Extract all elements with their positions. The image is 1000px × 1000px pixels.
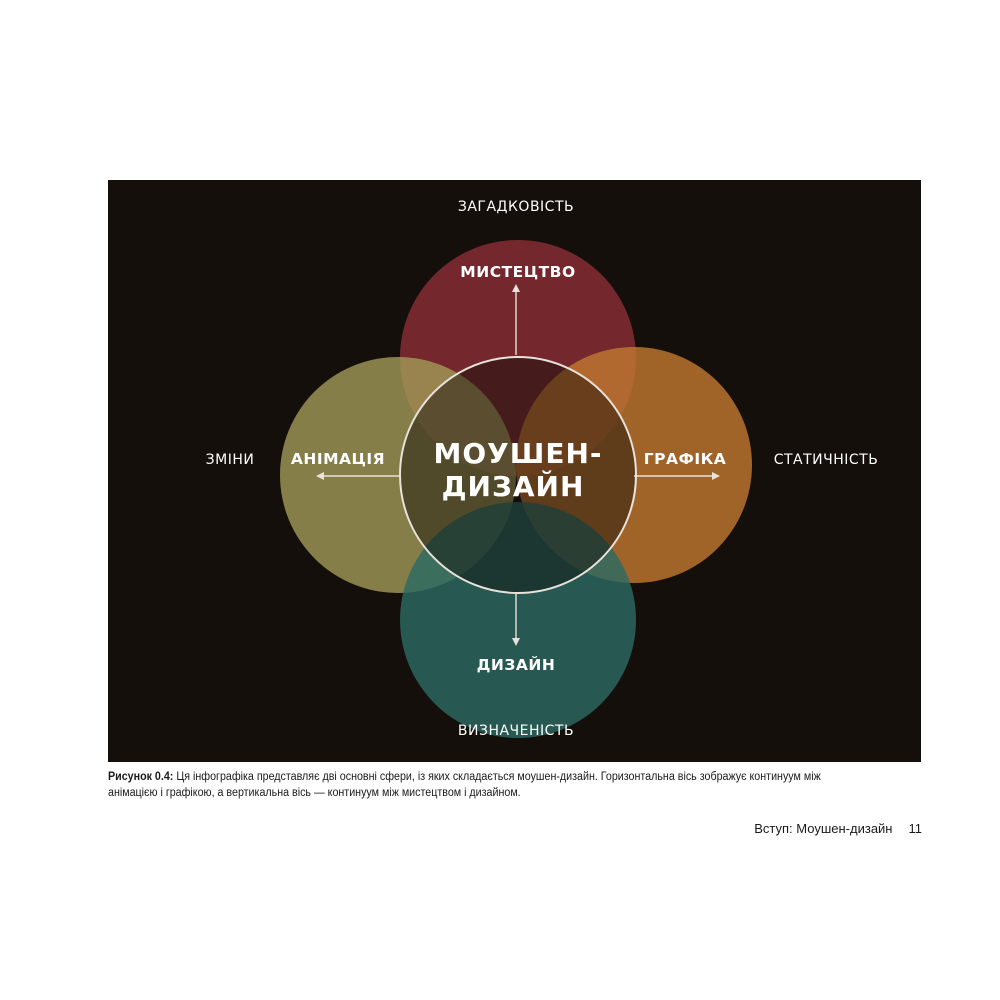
circle-bottom-design [400,502,636,738]
page-number: 11 [908,821,923,836]
caption-label: Рисунок 0.4: [108,771,174,783]
label-art: МИСТЕЦТВО [460,263,575,281]
caption-text: Ця інфографіка представляє дві основні с… [108,771,821,799]
arrow-up-head [512,284,520,292]
center-title-line2: ДИЗАЙН [442,469,585,503]
label-graphics: ГРАФІКА [644,450,727,468]
arrow-down-head [512,638,520,646]
figure-caption: Рисунок 0.4: Ця інфографіка представляє … [108,769,866,801]
footer-section: Вступ: Моушен-дизайн [754,821,893,836]
page-footer: Вступ: Моушен-дизайн 11 [754,821,922,836]
arrow-right-head [712,472,720,480]
infographic-figure: МОУШЕН- ДИЗАЙН МИСТЕЦТВО АНІМАЦІЯ ГРАФІК… [108,180,921,762]
axis-bottom-certainty: ВИЗНАЧЕНІСТЬ [458,723,574,739]
venn-diagram: МОУШЕН- ДИЗАЙН МИСТЕЦТВО АНІМАЦІЯ ГРАФІК… [206,199,879,739]
axis-right-static: СТАТИЧНІСТЬ [774,452,879,468]
label-design: ДИЗАЙН [477,655,556,674]
center-circle [399,356,637,594]
axis-left-changes: ЗМІНИ [206,452,255,468]
axis-top-mystery: ЗАГАДКОВІСТЬ [458,199,574,215]
arrow-left-head [316,472,324,480]
center-title-line1: МОУШЕН- [433,437,602,470]
label-animation: АНІМАЦІЯ [291,450,385,468]
